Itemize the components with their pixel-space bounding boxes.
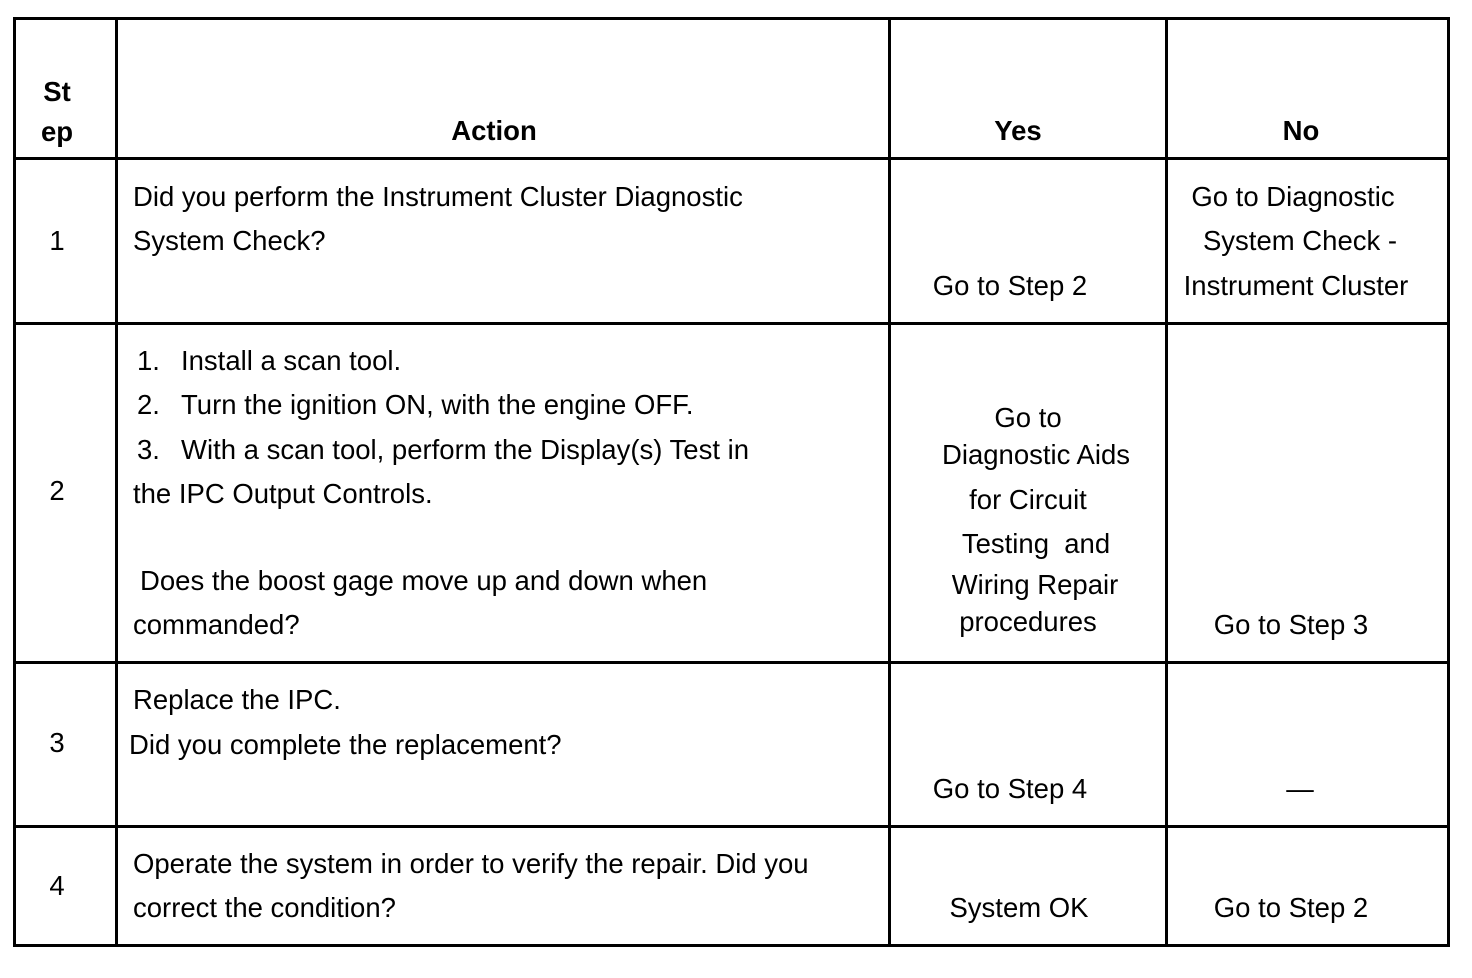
table-border-top — [13, 17, 1450, 20]
row-3-yes-cell: Go to Step 4 — [891, 664, 1165, 825]
header-no-label: No — [1282, 115, 1320, 146]
action-text-line: Did you perform the Instrument Cluster D… — [133, 181, 743, 212]
step-number: 4 — [49, 870, 65, 901]
header-step-cell: St ep — [16, 20, 115, 157]
no-result-line: System Check - — [1202, 225, 1398, 256]
row-2-no-cell: Go to Step 3 — [1168, 325, 1447, 661]
yes-result-line: Wiring Repair — [951, 569, 1119, 600]
yes-column-divider — [1165, 17, 1168, 947]
header-action-label: Action — [451, 115, 537, 146]
yes-result-line: for Circuit — [969, 484, 1087, 515]
header-row-divider — [13, 157, 1450, 160]
action-column-divider — [888, 17, 891, 947]
action-text-line: Operate the system in order to verify th… — [133, 848, 809, 879]
no-result-line: Go to Diagnostic — [1191, 181, 1395, 212]
list-item-number: 1. — [137, 345, 160, 376]
list-item-text: Install a scan tool. — [181, 345, 402, 376]
no-result-dash: — — [1286, 773, 1314, 804]
header-yes-label: Yes — [994, 115, 1042, 146]
step-number: 3 — [49, 727, 65, 758]
row-3-divider — [13, 825, 1450, 828]
yes-result-line: Go to — [994, 402, 1062, 433]
list-item-text: Turn the ignition ON, with the engine OF… — [181, 389, 694, 420]
row-4-no-cell: Go to Step 2 — [1168, 828, 1447, 944]
row-3-no-cell: — — [1168, 664, 1447, 825]
action-text-line: correct the condition? — [133, 892, 396, 923]
yes-result-line: Go to Step 4 — [932, 773, 1088, 804]
yes-result-line: Testing and — [961, 528, 1111, 559]
header-no-cell: No — [1168, 20, 1447, 157]
row-4-yes-cell: System OK — [891, 828, 1165, 944]
yes-result-line: Go to Step 2 — [932, 270, 1088, 301]
yes-result-line: procedures — [959, 606, 1097, 637]
row-1-action-cell: Did you perform the Instrument Cluster D… — [118, 160, 888, 322]
action-text-line: Replace the IPC. — [133, 684, 341, 715]
action-question-line: commanded? — [133, 609, 300, 640]
header-yes-cell: Yes — [891, 20, 1165, 157]
row-1-no-cell: Go to Diagnostic System Check - Instrume… — [1168, 160, 1447, 322]
action-question-line: Did you complete the replacement? — [129, 729, 562, 760]
row-2-divider — [13, 661, 1450, 664]
row-2-yes-cell: Go to Diagnostic Aids for Circuit Testin… — [891, 325, 1165, 661]
yes-result-line: System OK — [949, 892, 1089, 923]
row-2-action-cell: 1. Install a scan tool. 2. Turn the igni… — [118, 325, 888, 661]
no-result-line: Go to Step 2 — [1213, 892, 1369, 923]
row-1-step-cell: 1 — [16, 160, 115, 322]
no-result-line: Go to Step 3 — [1213, 609, 1369, 640]
list-item-number: 3. — [137, 434, 160, 465]
row-3-action-cell: Replace the IPC. Did you complete the re… — [118, 664, 888, 825]
header-step-label-line-1: St — [43, 76, 71, 107]
row-4-action-cell: Operate the system in order to verify th… — [118, 828, 888, 944]
table-border-bottom — [13, 944, 1450, 947]
table-border-right — [1447, 17, 1450, 947]
list-item-text: With a scan tool, perform the Display(s)… — [181, 434, 750, 465]
table-border-left — [13, 17, 16, 947]
action-text-line: the IPC Output Controls. — [133, 478, 433, 509]
row-4-step-cell: 4 — [16, 828, 115, 944]
row-1-yes-cell: Go to Step 2 — [891, 160, 1165, 322]
yes-result-line: Diagnostic Aids — [941, 439, 1131, 470]
header-step-label-line-2: ep — [40, 116, 74, 147]
header-action-cell: Action — [118, 20, 888, 157]
action-question-line: Does the boost gage move up and down whe… — [140, 565, 708, 596]
row-2-step-cell: 2 — [16, 325, 115, 661]
step-number: 2 — [49, 475, 65, 506]
row-3-step-cell: 3 — [16, 664, 115, 825]
row-1-divider — [13, 322, 1450, 325]
step-column-divider — [115, 17, 118, 947]
list-item-number: 2. — [137, 389, 160, 420]
step-number: 1 — [49, 225, 65, 256]
no-result-line: Instrument Cluster — [1183, 270, 1409, 301]
action-text-line: System Check? — [133, 225, 326, 256]
